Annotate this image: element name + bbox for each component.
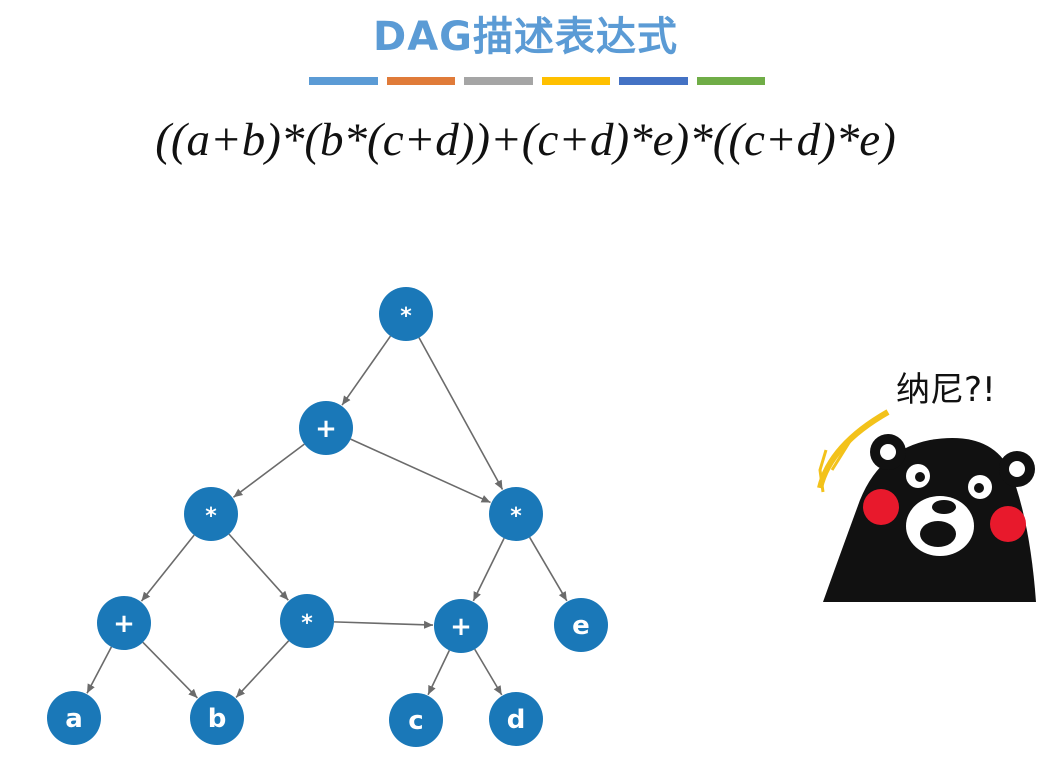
dag-node-n6: * [280,594,334,648]
dag-node-circle [489,487,543,541]
edge-n7-n12 [474,648,503,696]
dag-node-circle [47,691,101,745]
edge-n5-n9 [86,646,113,694]
color-stripe-5 [619,77,688,85]
edge-n2-n3 [232,443,305,498]
dag-node-circle [379,287,433,341]
edge-n5-n10 [142,641,198,699]
color-stripe-2 [386,77,455,85]
dag-node-label: + [315,414,337,444]
edge-n2-n4 [350,438,491,504]
color-stripes [309,77,765,85]
edge-n6-n10 [235,640,290,699]
dag-node-n1: * [379,287,433,341]
dag-node-label: + [450,612,472,642]
dag-node-label: * [400,304,412,329]
dag-node-label: b [208,704,227,734]
dag-node-n10: b [190,691,244,745]
dag-node-circle [434,599,488,653]
dag-node-circle [97,596,151,650]
dag-node-label: * [301,611,313,636]
mascot-speech: 纳尼?! [896,370,996,410]
dag-node-label: a [65,704,83,734]
page-title: DAG描述表达式 [373,14,678,60]
dag-node-n9: a [47,691,101,745]
color-stripe-6 [696,77,765,85]
dag-node-n2: + [299,401,353,455]
dag-node-circle [280,594,334,648]
dag-node-n4: * [489,487,543,541]
dag-node-label: e [572,611,590,641]
dag-node-label: + [113,609,135,639]
dag-node-n11: c [389,693,443,747]
edge-n4-n8 [528,536,568,602]
color-stripe-1 [309,77,378,85]
dag-node-circle [554,598,608,652]
dag-node-circle [190,691,244,745]
dag-node-n5: + [97,596,151,650]
dag-node-circle [389,693,443,747]
dag-node-n8: e [554,598,608,652]
edge-n7-n11 [427,650,451,696]
dag-node-circle [299,401,353,455]
dag-node-n12: d [489,692,543,746]
dag-node-label: * [510,504,522,529]
color-stripe-3 [464,77,533,85]
edge-n1-n2 [341,335,392,406]
edge-n3-n5 [140,534,195,602]
dag-node-n3: * [184,487,238,541]
edge-n1-n4 [418,337,504,490]
dag-node-label: d [507,705,526,735]
edge-n3-n6 [228,533,289,601]
dag-node-circle [489,692,543,746]
dag-node-n7: + [434,599,488,653]
edge-n6-n7 [333,620,434,629]
color-stripe-4 [541,77,610,85]
expression: ((a+b)*(b*(c+d))+(c+d)*e)*((c+d)*e) [155,114,896,166]
dag-node-label: * [205,504,217,529]
dag-node-label: c [408,706,423,736]
edge-n4-n7 [472,537,505,602]
dag-node-circle [184,487,238,541]
